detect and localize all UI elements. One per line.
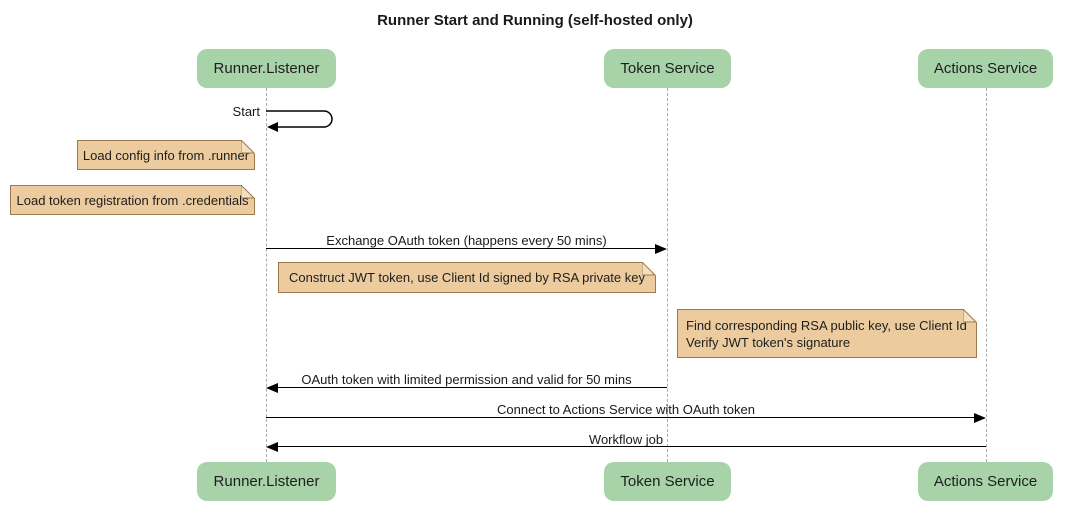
- message-workflow-job-line: [277, 446, 986, 447]
- note-verify-jwt: Find corresponding RSA public key, use C…: [677, 309, 977, 358]
- participant-runner-listener-top: Runner.Listener: [197, 49, 336, 88]
- participant-actions-service-top: Actions Service: [918, 49, 1053, 88]
- participant-runner-listener-bottom: Runner.Listener: [197, 462, 336, 501]
- message-workflow-job-label: Workflow job: [588, 432, 664, 447]
- note-verify-jwt-line2: Verify JWT token's signature: [686, 335, 851, 350]
- self-message-arrow-icon: [266, 110, 333, 132]
- message-connect-actions-label: Connect to Actions Service with OAuth to…: [497, 402, 755, 417]
- note-fold-icon: [241, 185, 255, 199]
- note-load-config-text: Load config info from .runner: [82, 147, 250, 163]
- arrowhead-left-icon: [266, 383, 278, 393]
- arrowhead-right-icon: [974, 413, 986, 423]
- message-exchange-oauth-label: Exchange OAuth token (happens every 50 m…: [326, 233, 607, 248]
- note-verify-jwt-line1: Find corresponding RSA public key, use C…: [686, 318, 967, 333]
- note-construct-jwt-text: Construct JWT token, use Client Id signe…: [289, 270, 645, 285]
- arrowhead-right-icon: [655, 244, 667, 254]
- note-construct-jwt: Construct JWT token, use Client Id signe…: [278, 262, 656, 293]
- participant-actions-service-bottom: Actions Service: [918, 462, 1053, 501]
- participant-token-service-bottom: Token Service: [604, 462, 731, 501]
- message-connect-actions-line: [266, 417, 975, 418]
- lifeline-actions-service: [986, 88, 987, 462]
- message-start-label: Start: [232, 104, 260, 119]
- participant-token-service-top: Token Service: [604, 49, 731, 88]
- lifeline-token-service: [667, 88, 668, 462]
- message-oauth-token-return-line: [277, 387, 667, 388]
- note-fold-icon: [642, 262, 656, 276]
- note-fold-icon: [963, 309, 977, 323]
- note-fold-icon: [241, 140, 255, 154]
- note-load-token-registration: Load token registration from .credential…: [10, 185, 255, 215]
- message-oauth-token-return-label: OAuth token with limited permission and …: [301, 372, 632, 387]
- lifeline-runner-listener: [266, 88, 267, 462]
- message-exchange-oauth-line: [266, 248, 656, 249]
- note-load-token-registration-text: Load token registration from .credential…: [16, 192, 249, 208]
- diagram-title: Runner Start and Running (self-hosted on…: [377, 12, 693, 29]
- arrowhead-left-icon: [266, 442, 278, 452]
- note-load-config: Load config info from .runner: [77, 140, 255, 170]
